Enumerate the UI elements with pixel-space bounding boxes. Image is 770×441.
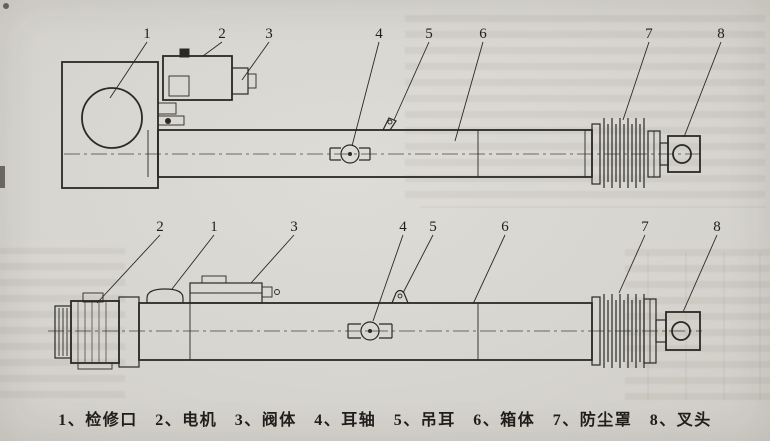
- leader-2: [96, 234, 161, 304]
- leader-8: [683, 41, 722, 138]
- leader-5: [393, 41, 430, 121]
- motor: [162, 55, 233, 101]
- callout-top-7: 7: [645, 26, 653, 42]
- end-flange: [591, 123, 601, 185]
- leader-6: [472, 234, 506, 305]
- top-view-callouts: 1 2 3 4 5 6 7 8: [143, 26, 725, 42]
- ghost-table-columns: [647, 252, 761, 400]
- leader-4: [351, 41, 380, 147]
- callout-bottom-3: 3: [290, 219, 298, 235]
- clevis-pin-hole: [671, 321, 691, 341]
- leader-1: [171, 234, 215, 290]
- top-view: [61, 41, 722, 189]
- callout-bottom-7: 7: [641, 219, 649, 235]
- scan-edge-mark: [0, 166, 5, 188]
- motor-knob: [179, 48, 190, 58]
- inspection-port-dome: [146, 288, 184, 303]
- figure-caption: 1、检修口 2、电机 3、阀体 4、耳轴 5、吊耳 6、箱体 7、防尘罩 8、叉…: [58, 410, 712, 429]
- bottom-view-callouts: 2 1 3 4 5 6 7 8: [156, 219, 721, 235]
- lifting-lug: [382, 117, 397, 131]
- leader-3: [241, 41, 270, 81]
- callout-top-3: 3: [265, 26, 273, 42]
- leader-1: [109, 41, 148, 99]
- leader-6: [454, 41, 484, 142]
- mount-bolt: [165, 118, 171, 124]
- valve-stub: [261, 286, 273, 298]
- callout-bottom-2: 2: [156, 219, 164, 235]
- tube-body: [138, 302, 593, 361]
- callout-top-6: 6: [479, 26, 487, 42]
- lug-hole: [397, 293, 403, 299]
- valve-stub: [247, 73, 257, 89]
- trunnion-pins: [329, 147, 371, 161]
- trunnion: [340, 144, 360, 164]
- motor-mount-bracket: [157, 102, 177, 115]
- inspection-port-circle: [81, 87, 143, 149]
- dust-cover-bellows: [603, 118, 645, 188]
- adapter-flange: [118, 296, 140, 368]
- callout-top-2: 2: [218, 26, 226, 42]
- motor-foot: [77, 362, 113, 370]
- clevis-pin-hole: [672, 144, 692, 164]
- tube-body: [157, 129, 593, 178]
- leader-7: [622, 41, 650, 121]
- callout-bottom-6: 6: [501, 219, 509, 235]
- leader-5: [402, 234, 434, 294]
- motor-terminal-box: [82, 292, 104, 303]
- housing-box: [61, 61, 159, 189]
- leader-4: [372, 234, 404, 322]
- leader-7: [618, 234, 646, 294]
- trunnion: [360, 321, 380, 341]
- leader-lines-top: [109, 41, 722, 147]
- leader-3: [250, 234, 295, 284]
- callout-top-4: 4: [375, 26, 383, 42]
- motor-ribs: [77, 302, 107, 362]
- trunnion-center: [348, 152, 352, 156]
- callout-bottom-5: 5: [429, 219, 437, 235]
- leader-2: [202, 41, 223, 57]
- motor-terminal-box: [168, 75, 190, 97]
- callout-bottom-1: 1: [210, 219, 218, 235]
- motor-mount-plate: [157, 115, 185, 126]
- callout-bottom-8: 8: [713, 219, 721, 235]
- dust-cover-bellows: [603, 294, 645, 368]
- callout-bottom-4: 4: [399, 219, 407, 235]
- trunnion-center: [368, 329, 372, 333]
- scan-speck: [3, 3, 9, 9]
- valve-top-cap: [201, 275, 227, 284]
- bottom-view: [48, 234, 718, 370]
- leader-lines-bottom: [96, 234, 718, 322]
- scan-artifacts: [0, 3, 9, 188]
- trunnion-pins: [347, 323, 393, 339]
- valve-screw: [274, 289, 280, 295]
- callout-top-8: 8: [717, 26, 725, 42]
- callout-top-1: 1: [143, 26, 151, 42]
- end-flange: [591, 296, 601, 366]
- leader-8: [682, 234, 718, 313]
- lifting-lug: [391, 289, 409, 304]
- scan-bleedthrough-lines: [420, 206, 766, 400]
- valve-body-block: [231, 67, 249, 95]
- callout-top-5: 5: [425, 26, 433, 42]
- fan-cover-fins: [58, 308, 68, 356]
- lug-hole: [387, 119, 393, 125]
